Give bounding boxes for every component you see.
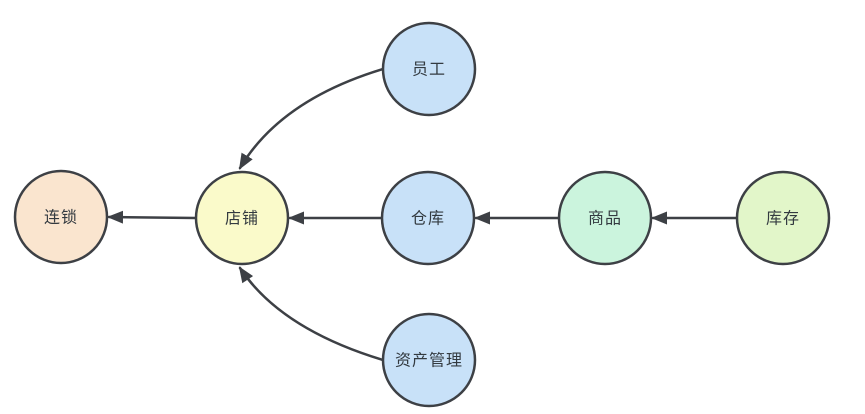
node-goods-circle — [557, 170, 653, 266]
node-store[interactable]: 店铺 — [194, 170, 290, 266]
node-inventory[interactable]: 库存 — [735, 170, 831, 266]
node-warehouse-circle — [380, 170, 476, 266]
node-inventory-circle — [735, 170, 831, 266]
node-store-circle — [194, 170, 290, 266]
node-goods[interactable]: 商品 — [557, 170, 653, 266]
node-asset-management[interactable]: 资产管理 — [381, 312, 477, 408]
node-warehouse[interactable]: 仓库 — [380, 170, 476, 266]
edge-asset-management-store — [238, 266, 385, 362]
node-warehouse-label: 仓库 — [411, 210, 445, 228]
node-store-label: 店铺 — [225, 210, 259, 228]
node-inventory-label: 库存 — [766, 210, 800, 228]
node-asset-management-circle — [381, 312, 477, 408]
node-chain-label: 连锁 — [44, 209, 78, 227]
edge-store-chain — [107, 210, 198, 224]
node-employee-label: 员工 — [412, 61, 446, 79]
node-asset-management-label: 资产管理 — [395, 352, 463, 370]
node-chain-circle — [13, 169, 109, 265]
node-employee[interactable]: 员工 — [381, 21, 477, 117]
node-chain[interactable]: 连锁 — [13, 169, 109, 265]
node-employee-circle — [381, 21, 477, 117]
node-goods-label: 商品 — [588, 210, 622, 228]
edges-layer — [107, 67, 739, 362]
edge-employee-store — [238, 67, 385, 170]
